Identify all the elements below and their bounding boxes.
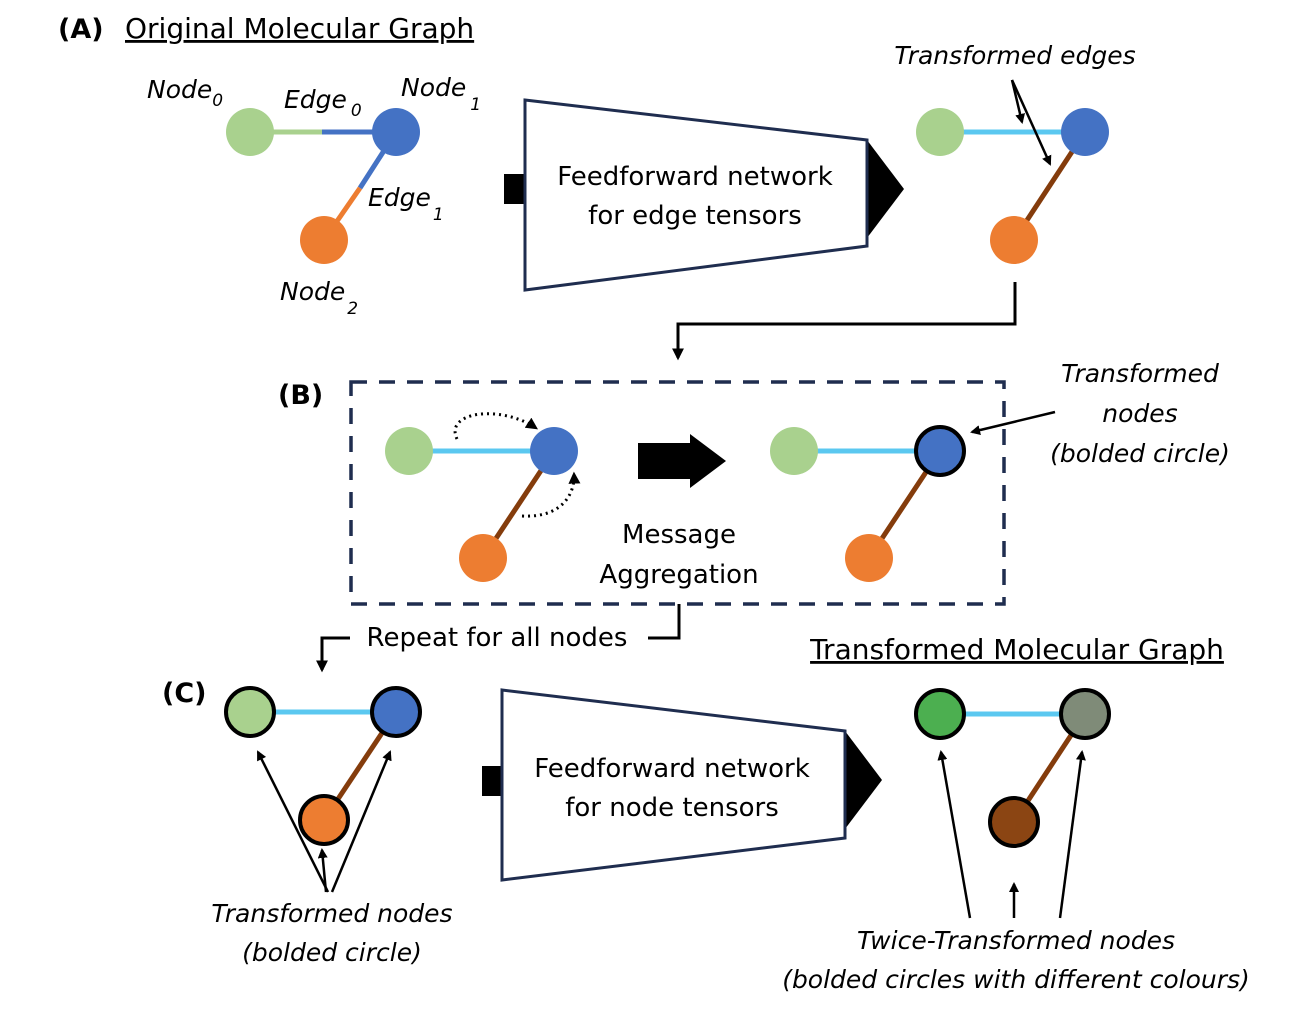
- node-ffn-box: [500, 688, 847, 882]
- node1-label: Node1: [401, 73, 481, 115]
- panel-c-label: (C): [162, 678, 207, 709]
- node-ffn-block: Feedforward network for node tensors: [482, 688, 882, 882]
- post-aggregation-graph: [770, 425, 966, 582]
- message-passing-box: [349, 380, 1006, 606]
- edge-ffn-block: Feedforward network for edge tensors: [504, 98, 904, 292]
- node0-label: Node0: [147, 75, 223, 111]
- final-arrow-node0: [937, 750, 972, 919]
- final-node1: [1059, 688, 1111, 740]
- transformed-nodes-graph: [224, 686, 422, 846]
- edge-ffn-label-2: for edge tensors: [588, 201, 802, 231]
- original-graph-title: Original Molecular Graph: [125, 12, 474, 45]
- aggregation-arrow: [638, 434, 726, 488]
- c-arrow-node1: [330, 750, 392, 893]
- transformed-edges-label: Transformed edges: [894, 41, 1135, 70]
- ffn-input-port: [504, 174, 526, 204]
- twice-transformed-graph: [914, 688, 1111, 848]
- arrow-to-edge1: [1010, 79, 1052, 166]
- b-note-line3: (bolded circle): [1050, 439, 1230, 468]
- te-node2: [990, 216, 1038, 264]
- edge-ffn-label-1: Feedforward network: [557, 162, 833, 192]
- c-note-line1: Transformed nodes: [211, 899, 452, 928]
- te-node0: [916, 108, 964, 156]
- c-node1-bolded: [370, 686, 422, 738]
- node-ffn-output-arrow: [845, 731, 882, 829]
- post-node1-bolded: [914, 425, 966, 477]
- node2-label: Node2: [280, 277, 358, 319]
- final-node0: [914, 688, 966, 740]
- final-node2: [988, 796, 1040, 848]
- repeat-connector-left: [316, 636, 350, 673]
- twice-note-line2: (bolded circles with different colours): [782, 965, 1250, 994]
- repeat-label: Repeat for all nodes: [367, 623, 628, 653]
- ffn-output-arrow: [867, 140, 904, 238]
- pre-node2: [459, 534, 507, 582]
- repeat-connector-right: [648, 604, 681, 640]
- panel-a-label: (A): [58, 14, 104, 45]
- c-node0-bolded: [224, 686, 276, 738]
- node2-circle: [300, 216, 348, 264]
- twice-note-line1: Twice-Transformed nodes: [857, 926, 1175, 955]
- node-ffn-label-1: Feedforward network: [534, 754, 810, 784]
- node0-circle: [226, 108, 274, 156]
- pre-node0: [385, 427, 433, 475]
- node-ffn-input-port: [482, 766, 504, 796]
- message-arrow-from-node2: [521, 471, 581, 518]
- node1-circle: [372, 108, 420, 156]
- pre-aggregation-graph: [385, 412, 581, 582]
- b-note-line1: Transformed: [1061, 359, 1219, 388]
- c-note-line2: (bolded circle): [242, 938, 422, 967]
- edge1-label: Edge1: [368, 183, 444, 225]
- c-arrow-node0: [256, 750, 330, 893]
- b-note-line2: nodes: [1102, 399, 1177, 428]
- message-arrow-from-node0: [453, 412, 538, 440]
- aggregation-label: Aggregation: [599, 560, 758, 590]
- connector-a-to-b: [672, 282, 1017, 361]
- final-arrow-node1: [1058, 750, 1086, 919]
- transformed-edges-graph: [916, 108, 1109, 264]
- original-graph: [226, 108, 420, 264]
- node-ffn-label-2: for node tensors: [565, 793, 779, 823]
- message-label: Message: [622, 520, 736, 550]
- post-node0: [770, 427, 818, 475]
- arrow-to-edge0: [1010, 79, 1026, 124]
- arrow-to-bolded-node: [970, 410, 1056, 435]
- pre-node1: [530, 427, 578, 475]
- c-node2-bolded: [298, 794, 350, 846]
- c-arrow-node2: [317, 848, 328, 893]
- te-node1: [1061, 108, 1109, 156]
- edge-ffn-box: [523, 98, 869, 292]
- transformed-graph-title: Transformed Molecular Graph: [809, 633, 1224, 666]
- panel-b-label: (B): [278, 380, 323, 411]
- post-node2: [845, 534, 893, 582]
